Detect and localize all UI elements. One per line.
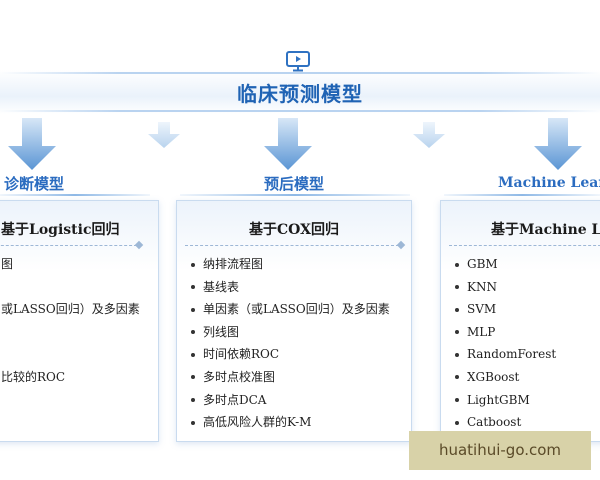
list-item: [1, 321, 140, 344]
list-item-text: Catboost: [467, 415, 522, 430]
flow-arrows: [8, 118, 582, 170]
list-item-text: KNN: [467, 279, 497, 294]
list-item-text: 时间依赖ROC: [203, 347, 280, 362]
card-prognosis: 基于COX回归 纳排流程图 基线表 单因素（或LASSO回归）及多因素 列线图 …: [176, 200, 412, 442]
bullet-icon: [455, 352, 459, 357]
list-item: 高低风险人群的K-M: [191, 411, 390, 434]
list-item-text: XGBoost: [467, 369, 520, 384]
arrow-small-left: [148, 122, 180, 148]
section-underline: [180, 194, 410, 196]
list-item: KNN: [455, 276, 556, 299]
page-title: 临床预测模型: [237, 82, 363, 106]
list-item-text: 基线表: [203, 279, 240, 294]
list-item-text: RandomForest: [467, 347, 557, 362]
list-item-text: 多时点校准图: [203, 369, 276, 384]
list-item: MLP: [455, 321, 556, 344]
list-item: 图: [1, 257, 14, 271]
list-item: 时间依赖ROC: [191, 343, 390, 366]
list-item: [1, 276, 140, 299]
bullet-icon: [191, 307, 195, 312]
bullet-icon: [455, 307, 459, 312]
bullet-icon: [191, 352, 195, 357]
list-item: 多时点DCA: [191, 389, 390, 412]
list-item-text: GBM: [467, 257, 498, 271]
bullet-icon: [455, 420, 459, 425]
section-title-machine-learning: Machine Learn: [498, 175, 600, 191]
bullet-icon: [455, 330, 459, 335]
list-item: LightGBM: [455, 389, 556, 412]
list-item-text: 列线图: [203, 324, 240, 339]
bullet-icon: [191, 375, 195, 380]
divider-diamond: [134, 240, 144, 250]
arrow-left: [8, 118, 56, 170]
title-band: [0, 70, 600, 114]
bullet-icon: [191, 285, 195, 290]
bullet-icon: [455, 262, 459, 267]
list-item-text: MLP: [467, 324, 496, 339]
list-item: 纳排流程图: [191, 253, 390, 276]
bullet-icon: [455, 398, 459, 403]
title-band-top-line: [0, 72, 600, 74]
list-item: 基线表: [191, 276, 390, 299]
arrow-right: [534, 118, 582, 170]
bullet-icon: [191, 420, 195, 425]
list-item-text: LightGBM: [467, 392, 530, 407]
list-item: RandomForest: [455, 343, 556, 366]
card-heading: 基于COX回归: [249, 222, 339, 238]
list-item: XGBoost: [455, 366, 556, 389]
dashed-divider: [449, 245, 600, 246]
section-underline: [0, 194, 150, 196]
list-item: Catboost: [455, 411, 556, 434]
section-title-prognosis: 预后模型: [264, 175, 325, 193]
bullet-icon: [455, 285, 459, 290]
bullet-icon: [455, 375, 459, 380]
item-list: 纳排流程图 基线表 单因素（或LASSO回归）及多因素 列线图 时间依赖ROC …: [191, 253, 390, 434]
divider-diamond: [396, 240, 406, 250]
list-item-text: SVM: [467, 302, 497, 317]
card-diagnosis: 基于Logistic回归 图 或LASSO回归）及多因素 比较的ROC: [0, 200, 159, 442]
card-heading: 基于Logistic回归: [1, 222, 120, 238]
list-item: SVM: [455, 298, 556, 321]
dashed-divider: [0, 245, 137, 246]
presentation-screen-icon: [286, 51, 310, 72]
list-item: GBM: [455, 253, 556, 276]
item-list: 图 或LASSO回归）及多因素 比较的ROC: [1, 253, 140, 389]
list-item: 或LASSO回归）及多因素: [1, 302, 140, 317]
bullet-icon: [191, 262, 195, 267]
section-underline: [444, 194, 600, 196]
watermark-label: huatihui-go.com: [409, 431, 591, 470]
bullet-icon: [191, 398, 195, 403]
list-item: 列线图: [191, 321, 390, 344]
list-item-text: 纳排流程图: [203, 257, 264, 271]
item-list: GBM KNN SVM MLP RandomForest XGBoost Lig…: [455, 253, 556, 434]
list-item: 比较的ROC: [1, 369, 66, 384]
list-item-text: 多时点DCA: [203, 392, 267, 407]
list-item-text: 单因素（或LASSO回归）及多因素: [203, 302, 390, 317]
section-title-diagnosis: 诊断模型: [4, 175, 65, 193]
arrow-small-right: [413, 122, 445, 148]
title-band-bottom-line: [0, 110, 600, 112]
list-item-text: 高低风险人群的K-M: [203, 415, 312, 430]
bullet-icon: [191, 330, 195, 335]
list-item: 多时点校准图: [191, 366, 390, 389]
list-item: 单因素（或LASSO回归）及多因素: [191, 298, 390, 321]
card-machine-learning: 基于Machine Lear GBM KNN SVM MLP RandomFor…: [440, 200, 600, 442]
arrow-center: [264, 118, 312, 170]
dashed-divider: [185, 245, 399, 246]
card-heading: 基于Machine Lear: [491, 222, 600, 238]
list-item: [1, 343, 140, 366]
